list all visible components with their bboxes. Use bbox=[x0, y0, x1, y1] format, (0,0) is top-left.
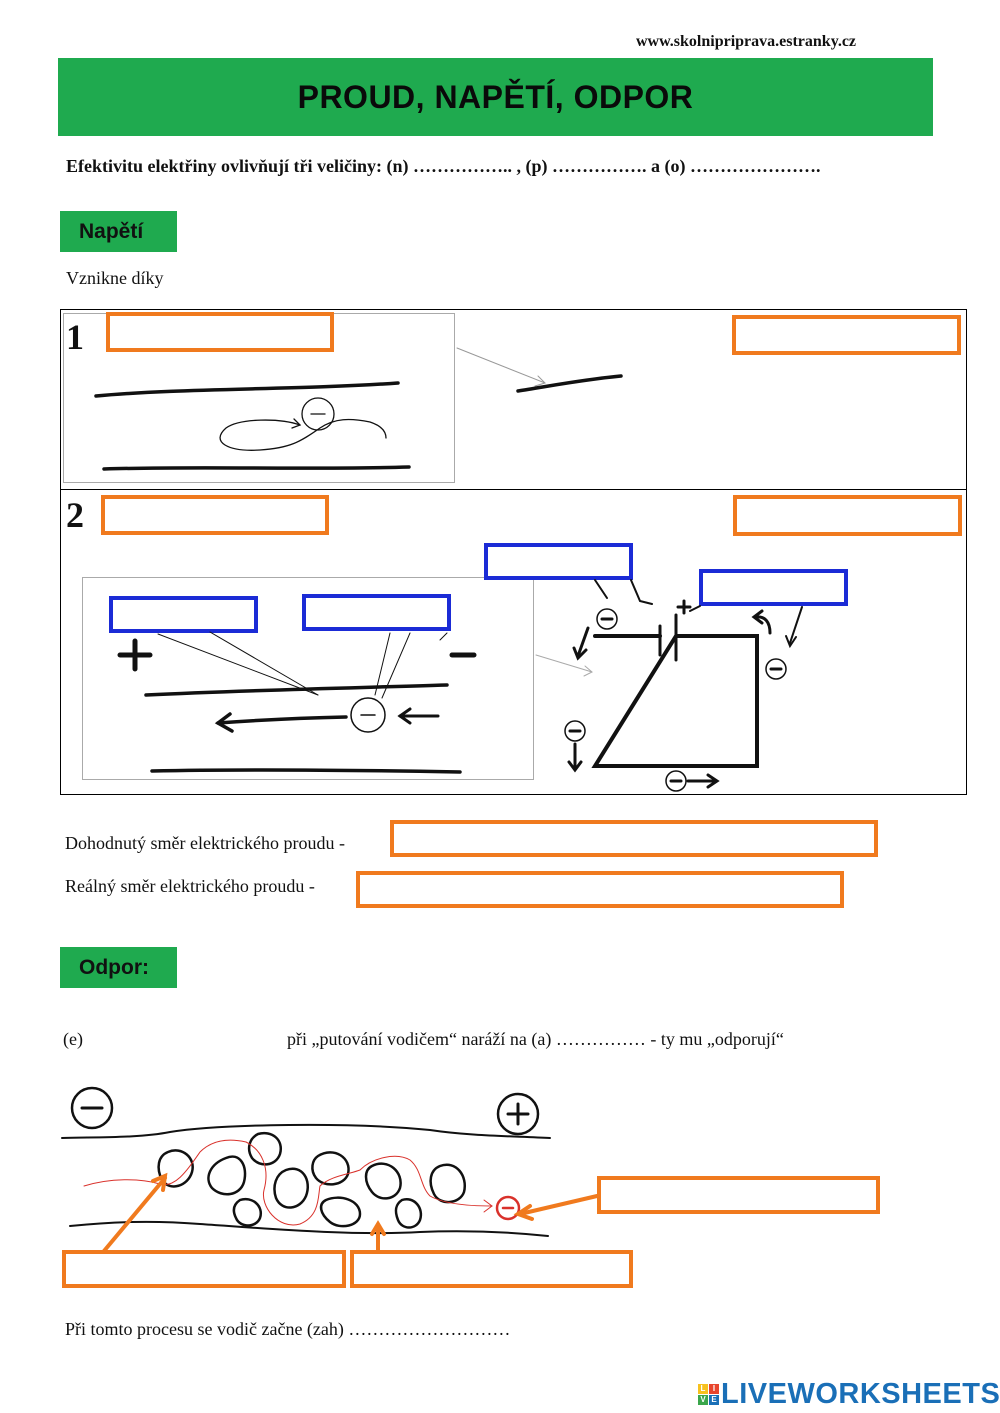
blue-box-plus-pole[interactable] bbox=[109, 596, 258, 633]
panel-1-number: 1 bbox=[66, 317, 84, 357]
answer-box-1-left[interactable] bbox=[106, 312, 334, 352]
circuit-drawing bbox=[564, 579, 803, 792]
panel-2-number: 2 bbox=[66, 495, 84, 535]
panel-1-wire-drawing bbox=[94, 347, 623, 471]
website-url: www.skolnipriprava.estranky.cz bbox=[636, 33, 857, 50]
blue-box-battery-minus[interactable] bbox=[484, 543, 633, 580]
agreed-direction-label: Dohodnutý směr elektrického proudu - bbox=[65, 833, 345, 853]
section-heading-napeti: Napětí bbox=[60, 211, 177, 252]
odpor-sentence-start: (e) bbox=[63, 1029, 83, 1049]
panel-2-inner-diagram bbox=[82, 577, 534, 780]
blue-box-minus-pole[interactable] bbox=[302, 594, 451, 631]
title-banner: PROUD, NAPĚTÍ, ODPOR bbox=[58, 58, 933, 136]
answer-box-atoms-middle[interactable] bbox=[350, 1250, 633, 1288]
answer-box-electron[interactable] bbox=[597, 1176, 880, 1214]
odpor-sentence-rest: při „putování vodičem“ naráží na (a) ………… bbox=[287, 1029, 784, 1049]
answer-box-2-right[interactable] bbox=[733, 495, 962, 536]
answer-box-atoms-left[interactable] bbox=[62, 1250, 346, 1288]
brand-name: LIVEWORKSHEETS bbox=[721, 1378, 1000, 1410]
answer-box-2-left[interactable] bbox=[101, 495, 329, 535]
liveworksheets-logo: L I V E LIVEWORKSHEETS bbox=[698, 1378, 1000, 1411]
page-title: PROUD, NAPĚTÍ, ODPOR bbox=[297, 78, 694, 115]
vznikne-diky-label: Vznikne díky bbox=[66, 268, 164, 288]
answer-box-1-right[interactable] bbox=[732, 315, 961, 355]
section-heading-odpor: Odpor: bbox=[60, 947, 177, 988]
blue-box-battery-plus[interactable] bbox=[699, 569, 848, 606]
real-direction-label: Reálný směr elektrického proudu - bbox=[65, 876, 315, 896]
panel-2-field-drawing bbox=[117, 631, 593, 774]
answer-box-agreed-direction[interactable] bbox=[390, 820, 878, 857]
conductor-drawing bbox=[61, 1086, 599, 1253]
logo-cube-icon: L I V E bbox=[698, 1384, 719, 1405]
intro-sentence: Efektivitu elektřiny ovlivňují tři velič… bbox=[66, 156, 821, 176]
panel-2-frame bbox=[60, 489, 967, 795]
answer-box-real-direction[interactable] bbox=[356, 871, 844, 908]
final-sentence: Při tomto procesu se vodič začne (zah) …… bbox=[65, 1319, 511, 1339]
